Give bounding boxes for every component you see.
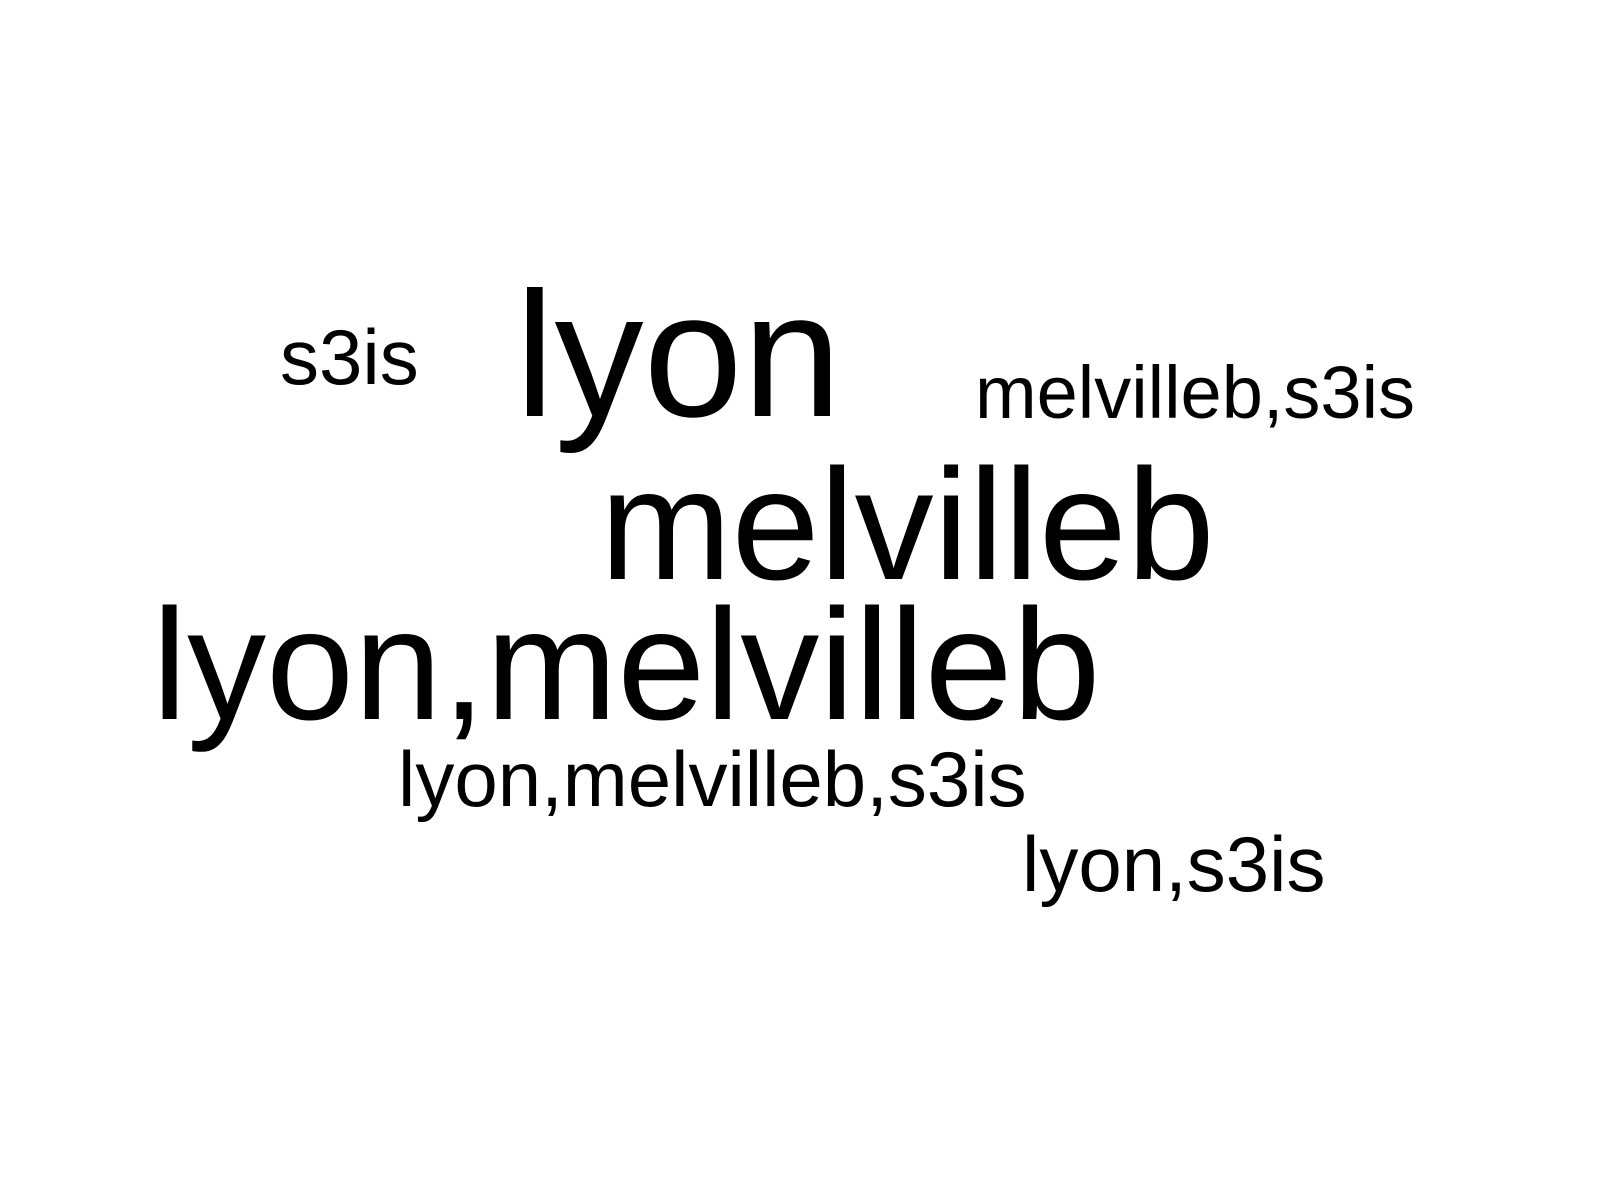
word-lyon-melvilleb-s3is: lyon,melvilleb,s3is	[398, 735, 1027, 823]
word-melvilleb-s3is: melvilleb,s3is	[975, 351, 1416, 434]
word-melvilleb: melvilleb	[600, 437, 1215, 613]
word-lyon-s3is: lyon,s3is	[1022, 820, 1326, 908]
word-lyon-melvilleb: lyon,melvilleb	[152, 577, 1101, 753]
word-lyon: lyon	[515, 255, 842, 454]
word-s3is: s3is	[280, 313, 419, 401]
